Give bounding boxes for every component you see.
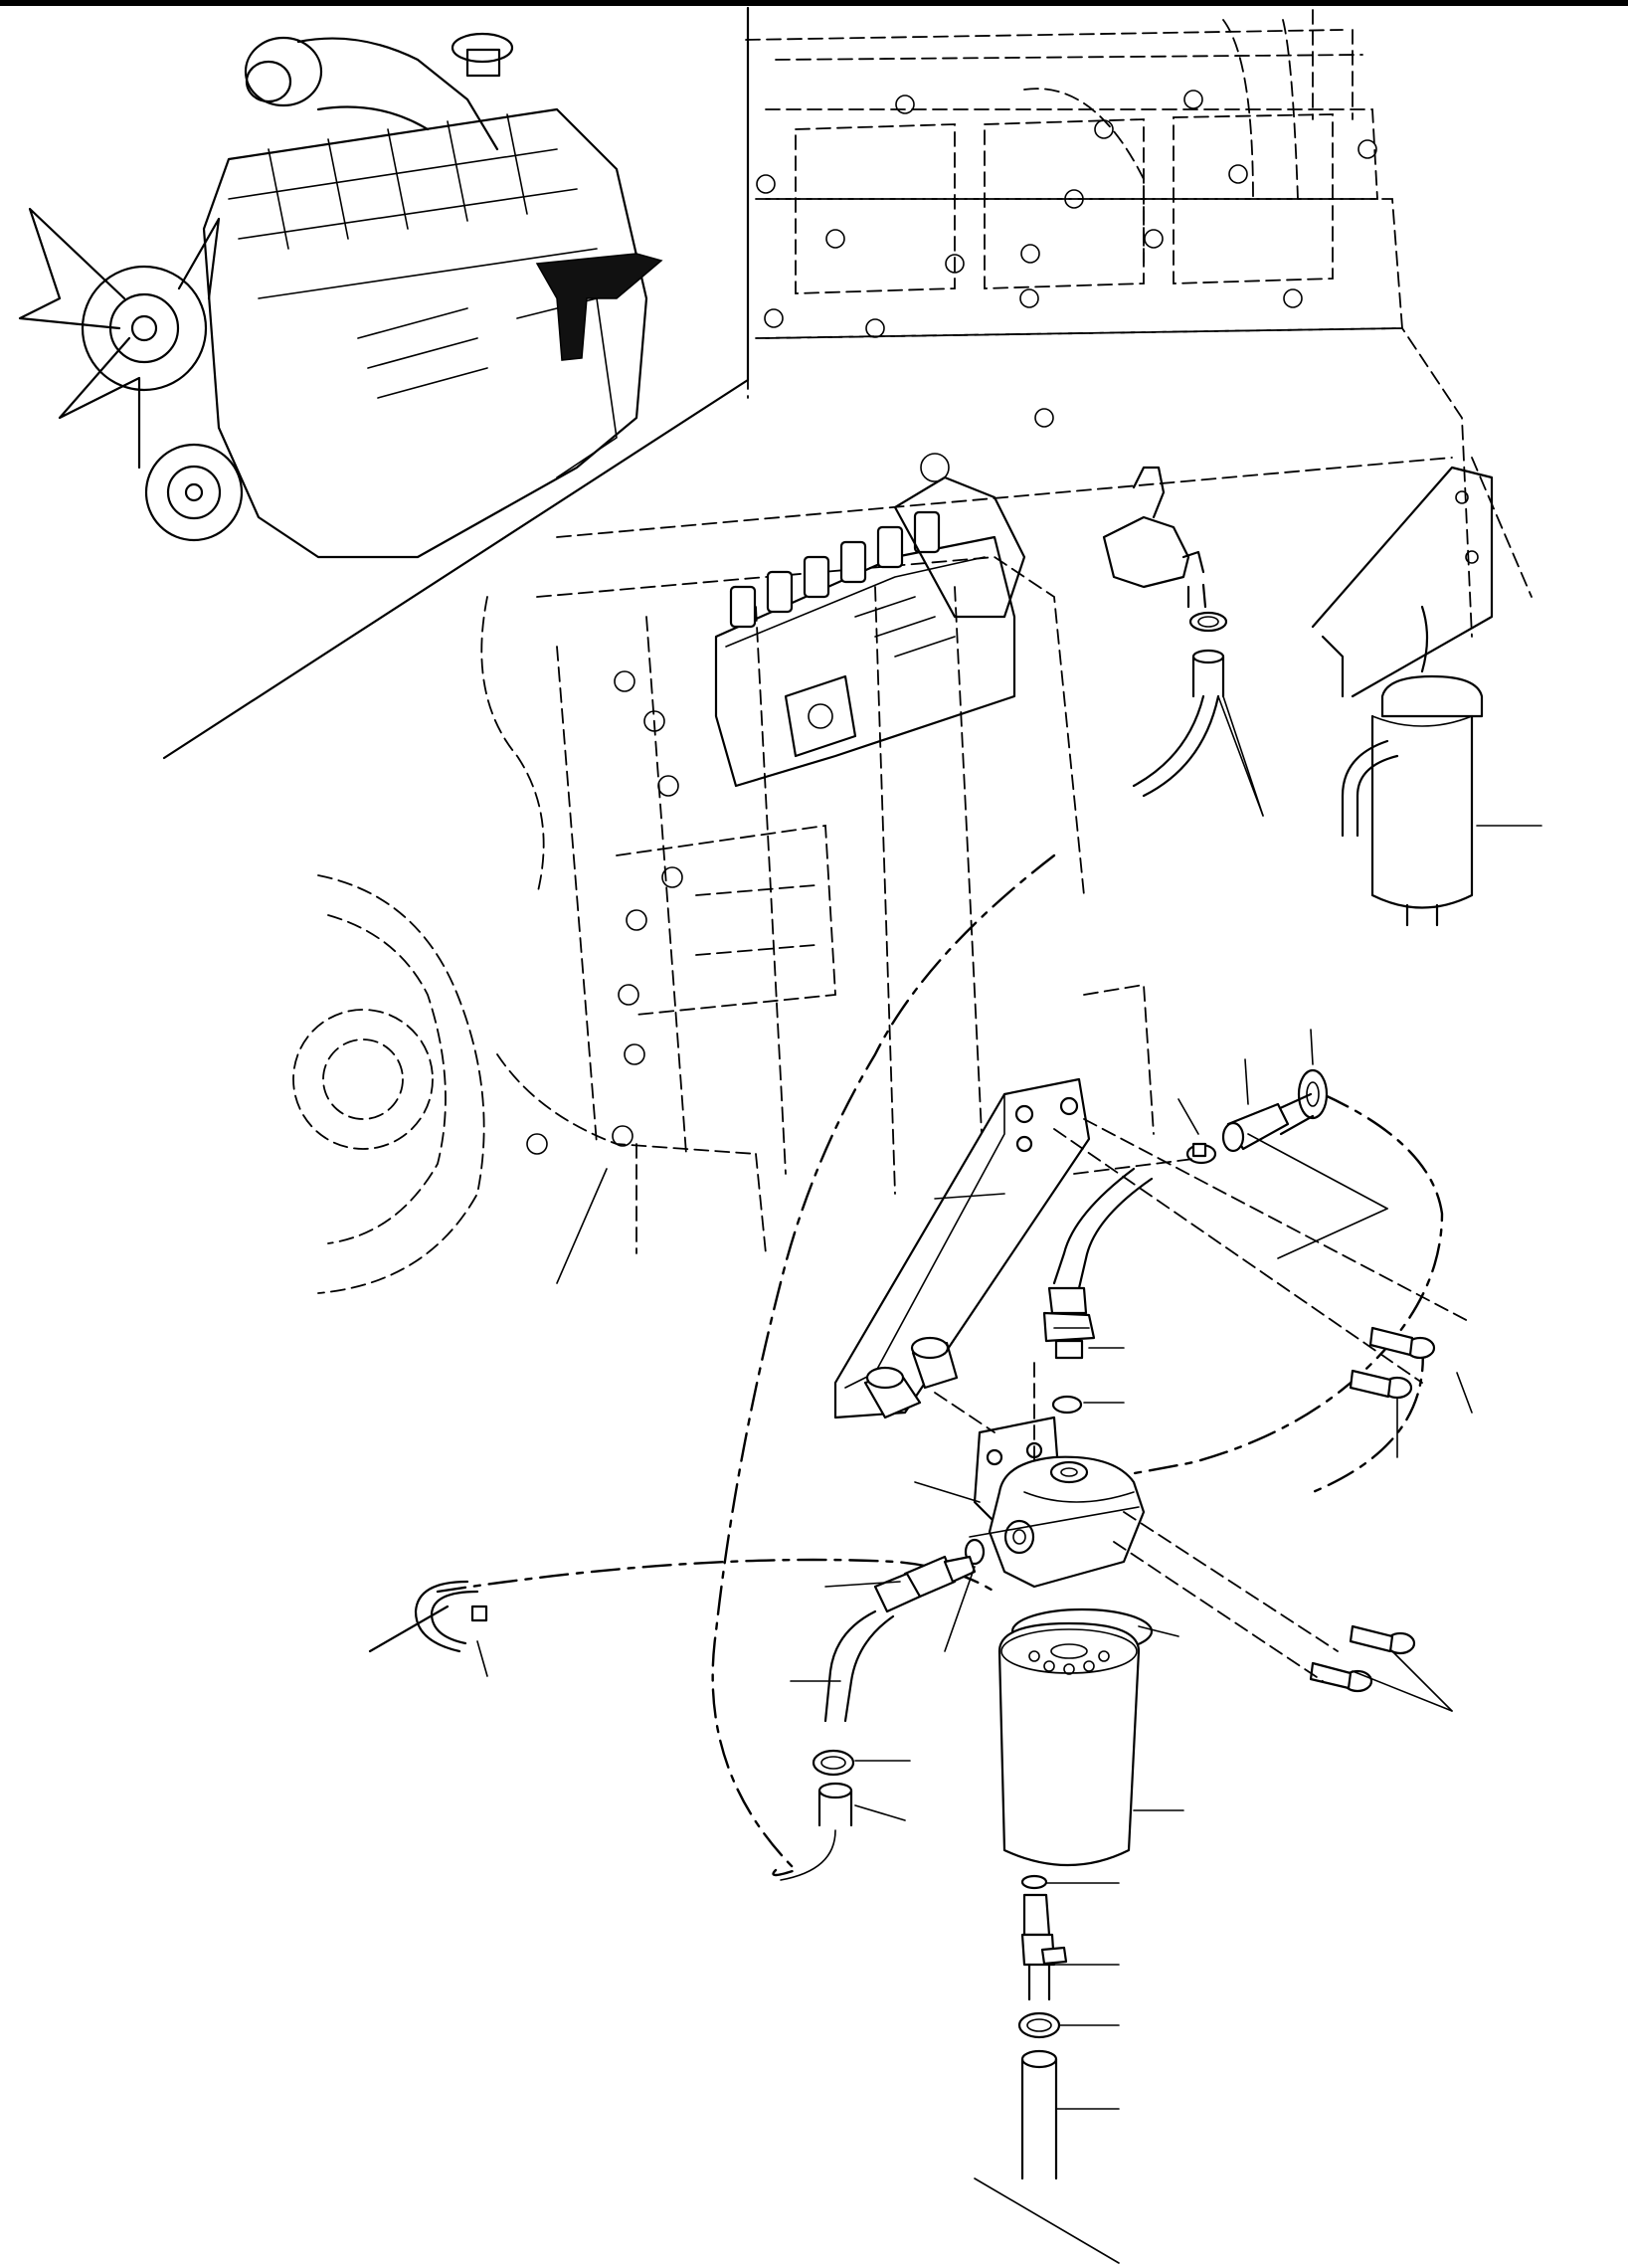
spacer-tube-left — [863, 1366, 922, 1419]
o-ring-side — [964, 1538, 986, 1566]
bolt-bracket-1 — [1368, 1326, 1436, 1360]
inset-breather-cap — [451, 32, 514, 78]
feed-pump-fitting — [1102, 466, 1207, 609]
bulkhead-grommet — [1276, 1068, 1329, 1136]
head-bolts — [756, 90, 1377, 428]
filter-cartridge — [997, 1621, 1141, 1867]
inset-crank-pulley — [144, 443, 244, 542]
engine-overview-inset — [18, 6, 750, 760]
fuel-line-upper — [1052, 1167, 1154, 1290]
bolt-head-2 — [1309, 1661, 1373, 1693]
inset-filter-highlight — [535, 253, 663, 361]
inset-frame — [162, 6, 750, 760]
drain-valve — [1020, 1893, 1068, 2001]
injection-pump — [714, 453, 1026, 788]
engine-block-phantom — [292, 9, 1533, 1294]
hose-upper — [1132, 649, 1264, 817]
drain-clip — [1017, 2011, 1061, 2039]
banjo-fitting-upper — [1042, 1286, 1096, 1360]
inset-fan — [18, 207, 221, 470]
circlip — [368, 1580, 488, 1653]
callout-lines — [476, 695, 1473, 2264]
inset-engine-block — [202, 107, 648, 559]
bolt-bracket-2 — [1349, 1369, 1413, 1400]
short-hose — [1221, 1102, 1290, 1153]
injector-delivery-valves — [729, 510, 941, 629]
hose-clip-upper — [1185, 1142, 1217, 1165]
assembly-phantom-outline — [711, 853, 1056, 1877]
installed-fuel-filter — [1311, 466, 1542, 927]
spacer-tube-right — [910, 1336, 959, 1390]
drain-hose — [1020, 2049, 1058, 2180]
drain-o-ring — [1020, 1874, 1048, 1890]
dashed-leaders — [934, 1118, 1473, 1682]
hose-lower-left — [780, 1782, 853, 1881]
filter-head — [988, 1455, 1146, 1589]
clip-upper — [1188, 611, 1228, 633]
mounting-bracket — [833, 1077, 1091, 1524]
o-ring-upper — [1051, 1395, 1083, 1415]
inset-turbocharger — [244, 36, 499, 151]
fuel-line-lower — [823, 1609, 895, 1723]
bolt-head-1 — [1349, 1624, 1416, 1655]
hose-clip-lower-left — [812, 1749, 855, 1777]
banjo-fitting-lower — [873, 1555, 977, 1613]
